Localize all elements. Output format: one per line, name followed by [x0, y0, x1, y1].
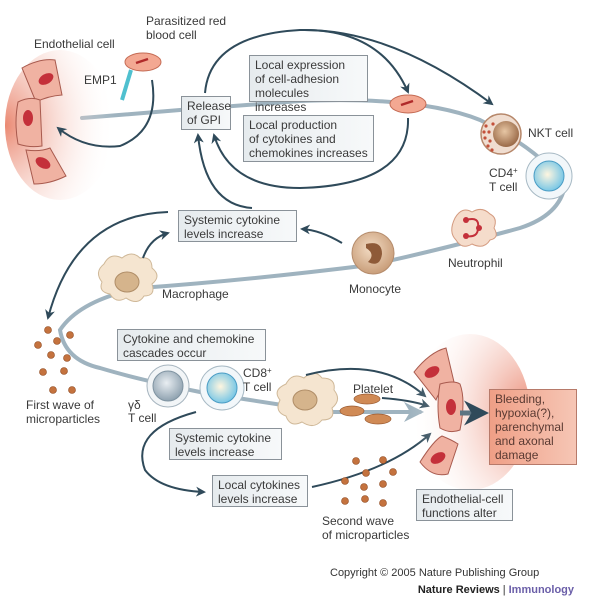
- box-outcome: Bleeding, hypoxia(?), parenchymal and ax…: [489, 389, 577, 465]
- label-macrophage: Macrophage: [162, 287, 229, 301]
- cd4-t-cell: [525, 152, 573, 200]
- arrow-macrophage-to-systemic: [142, 230, 170, 259]
- box-endothelial-alter: Endothelial-cell functions alter: [416, 489, 513, 521]
- box-local-cytokines: Local cytokines levels increase: [212, 475, 308, 507]
- gd-symbol: γδ: [128, 398, 141, 412]
- arrow-monocyte-to-systemic: [300, 224, 343, 244]
- copyright-text: Copyright © 2005 Nature Publishing Group: [330, 567, 540, 579]
- cd8-text: CD8: [243, 366, 268, 380]
- label-nkt-cell: NKT cell: [528, 126, 574, 140]
- label-parasitized-rbc: Parasitized red blood cell: [146, 14, 227, 42]
- nkt-cell: [480, 113, 522, 155]
- arrow-rbc-to-endothelium: [56, 79, 155, 148]
- neutrophil: [451, 208, 497, 247]
- cd4-line2: T cell: [489, 180, 518, 194]
- arrow-rbc-to-release: [211, 117, 410, 190]
- box-systemic-cytokine-lower: Systemic cytokine levels increase: [169, 428, 282, 460]
- endothelial-cell-left: [5, 50, 115, 200]
- label-platelet: Platelet: [353, 382, 394, 396]
- label-cd8-t-cell: CD8+ T cell: [243, 366, 272, 394]
- brand-separator: |: [502, 584, 506, 596]
- cd8-sup: +: [267, 366, 272, 375]
- label-neutrophil: Neutrophil: [448, 256, 503, 270]
- publisher-name: Nature Reviews: [417, 584, 500, 596]
- journal-name: Immunology: [508, 584, 574, 596]
- arrow-cd8-to-local-cytokines: [141, 411, 206, 497]
- box-local-production: Local production of cytokines and chemok…: [243, 115, 374, 162]
- box-release-gpi: Release of GPI: [181, 96, 231, 130]
- gd-t-cell: [146, 364, 190, 408]
- cd4-text: CD4: [489, 166, 514, 180]
- rbc-mid: [389, 94, 427, 114]
- arrow-loop-to-nkt: [299, 28, 494, 106]
- label-endothelial-cell: Endothelial cell: [34, 37, 115, 51]
- platelets: [339, 393, 392, 425]
- first-wave-microparticles: [34, 326, 76, 394]
- second-wave-microparticles: [341, 456, 397, 507]
- label-monocyte: Monocyte: [349, 282, 402, 296]
- label-emp1: EMP1: [84, 73, 117, 87]
- cd8-t-cell: [199, 365, 245, 411]
- label-second-wave: Second wave of microparticles: [322, 514, 410, 542]
- brand-line: Nature Reviews|Immunology: [418, 584, 574, 596]
- macrophage-lower: [276, 372, 338, 426]
- box-local-expression: Local expression of cell-adhesion molecu…: [249, 55, 368, 114]
- parasitized-rbc: [120, 52, 162, 101]
- arrow-systemic-to-microparticles: [45, 211, 169, 320]
- label-first-wave: First wave of microparticles: [26, 398, 101, 426]
- arrow-local-cytokines-to-endothelium: [311, 432, 432, 488]
- cd4-sup: +: [513, 166, 518, 175]
- cd8-line2: T cell: [243, 380, 272, 394]
- monocyte: [351, 231, 395, 275]
- box-cytokine-cascades: Cytokine and chemokine cascades occur: [117, 329, 266, 361]
- gd-line2: T cell: [128, 411, 157, 425]
- arrow-systemic-to-release: [193, 133, 253, 209]
- macrophage: [98, 253, 158, 302]
- label-cd4-t-cell: CD4+ T cell: [489, 166, 518, 194]
- box-systemic-cytokine-upper: Systemic cytokine levels increase: [178, 210, 297, 242]
